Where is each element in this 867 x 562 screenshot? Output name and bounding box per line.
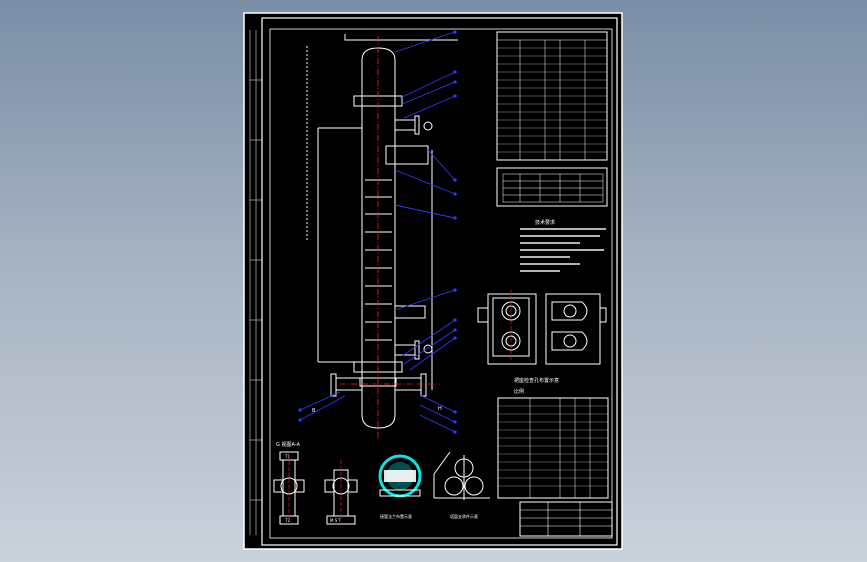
flange-detail xyxy=(378,454,422,498)
tray-support-detail xyxy=(433,451,490,500)
nozzle-table xyxy=(496,167,608,207)
drawing-sheet xyxy=(243,12,623,550)
technical-notes: 技术要求 xyxy=(520,219,606,272)
parts-list-table xyxy=(497,397,609,499)
parts-list-rows xyxy=(498,405,608,487)
margin-strip xyxy=(249,30,262,535)
inner-frame xyxy=(269,28,613,539)
detail-caption-1: 接管法兰布置示意 xyxy=(380,513,412,519)
title-block xyxy=(519,501,613,537)
nozzle-label-mst: M S T xyxy=(330,518,342,523)
nozzle-label-t1: T1 xyxy=(284,454,290,459)
view-label-left: G 视图A-A xyxy=(276,441,300,448)
section-mark-h: H xyxy=(438,406,442,412)
section-mark-b: B xyxy=(312,408,316,414)
leader-lines xyxy=(298,30,457,434)
design-data-rows xyxy=(497,47,607,153)
side-view-sub: 比例 xyxy=(514,388,524,395)
nozzle-label-t2: T2 xyxy=(284,518,290,523)
detail-caption-2: 塔盘支承件示意 xyxy=(450,513,478,519)
notes-heading: 技术要求 xyxy=(535,219,555,226)
side-view-caption: 裙座检查孔布置示意 xyxy=(514,377,559,384)
drawing-border xyxy=(261,17,618,546)
